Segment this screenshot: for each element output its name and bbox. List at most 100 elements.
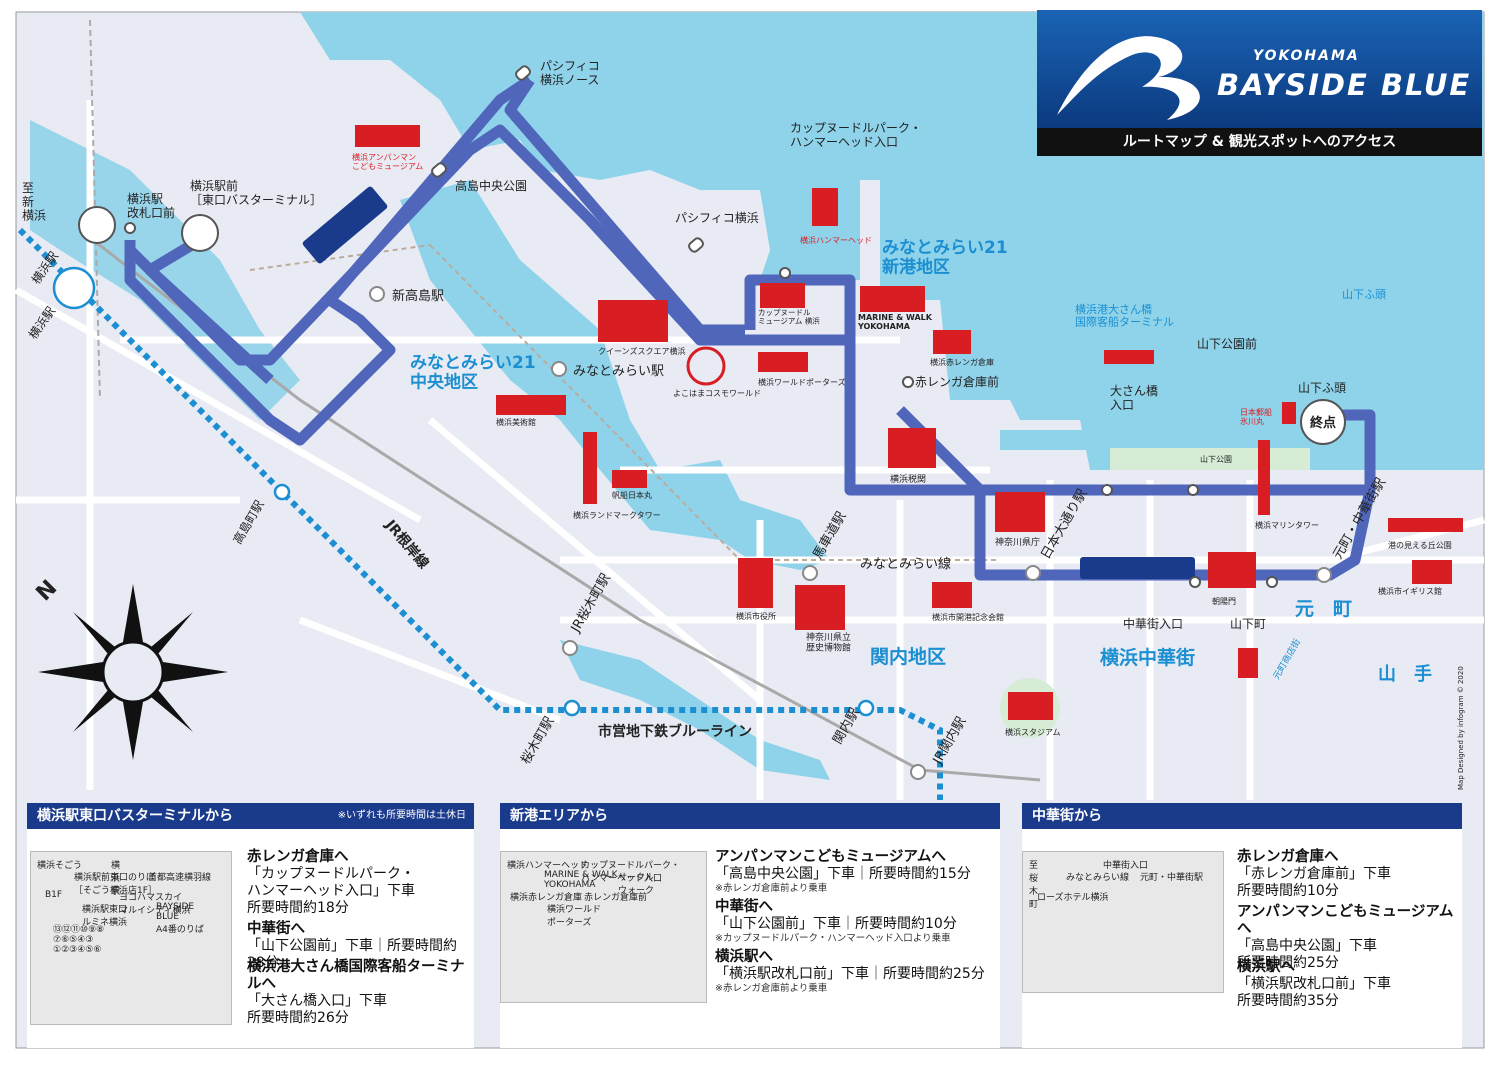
stops-takashima-park: 高島中央公園 xyxy=(455,178,527,193)
stations xyxy=(369,286,1332,780)
brand-logo: YOKOHAMA BAYSIDE BLUE ルートマップ & 観光スポットへのア… xyxy=(1037,10,1482,156)
destination-detail: 「高島中央公園」下車 xyxy=(1237,938,1377,954)
thumbnail-label: 元町・中華街駅 xyxy=(1140,873,1204,883)
destination-name: 赤レンガ倉庫へ xyxy=(1237,849,1339,865)
landmarks-cupnoodle-museum: カップヌードルミュージアム 横浜 xyxy=(758,308,820,326)
destination-name: 横浜駅へ xyxy=(715,949,773,965)
landmarks-prefecture: 神奈川県庁 xyxy=(995,536,1040,548)
destination-detail: 「横浜駅改札口前」下車｜所要時間約25分 xyxy=(715,966,985,982)
thumbnail-label: 横浜赤レンガ倉庫 xyxy=(510,893,583,903)
destination-detail: 「赤レンガ倉庫前」下車 xyxy=(1237,866,1391,882)
landmarks-stadium: 横浜スタジアム xyxy=(1005,727,1060,737)
panel-title-text: 中華街から xyxy=(1032,808,1102,824)
destination-name: 横浜駅へ xyxy=(1237,959,1295,975)
destination: 中華街へ「山下公園前」下車｜所要時間約28分 xyxy=(247,921,470,972)
bus-stops xyxy=(78,65,1346,588)
landmarks-port-memorial: 横浜市開港記念会館 xyxy=(932,612,1004,622)
destination-detail: 所要時間約10分 xyxy=(1237,883,1339,899)
destination-detail: 「高島中央公園」下車｜所要時間約15分 xyxy=(715,866,971,882)
areas-yamashita-pier: 山下ふ頭 xyxy=(1342,288,1386,301)
landmark-icons xyxy=(355,125,1463,678)
areas-osanbashi-terminal: 横浜港大さん橋国際客船ターミナル xyxy=(1075,302,1174,329)
destination-note: ※カップヌードルパーク・ハンマーヘッド入口より乗車 xyxy=(715,933,951,944)
destination-name: アンパンマンこどもミュージアムへ xyxy=(715,849,946,865)
destination-name: 赤レンガ倉庫へ xyxy=(247,849,349,865)
destination-name: 中華街へ xyxy=(247,921,305,937)
stops-chinatown-entrance: 中華街入口 xyxy=(1123,616,1183,631)
stops-yamashita-cho: 山下町 xyxy=(1230,617,1266,631)
panel-title: 中華街から xyxy=(1022,803,1462,829)
destination-name: 横浜港大さん橋国際客船ターミナルへ xyxy=(247,959,465,992)
destination-note: ※赤レンガ倉庫前より乗車 xyxy=(715,983,828,994)
thumbnail-label: 至 桜 木 町 xyxy=(1029,861,1039,910)
thumbnail-label: ヨコハマスカイ マルイシティ横浜 xyxy=(119,893,191,916)
landmarks-hammerhead: 横浜ハンマーヘッド xyxy=(800,235,872,245)
stops-terminus: 終点 xyxy=(1310,415,1336,431)
destination-detail: 「山下公園前」下車｜所要時間約28分 xyxy=(247,938,457,971)
stops-yamashita-futo: 山下ふ頭 xyxy=(1298,381,1346,395)
areas-yamate: 山 手 xyxy=(1378,663,1432,685)
landmarks-cosmo: よこはまコスモワールド xyxy=(673,389,761,398)
areas-kannai: 関内地区 xyxy=(870,645,946,668)
destination-name: アンパンマンこどもミュージアムへ xyxy=(1237,904,1454,937)
thumbnail-label: 赤レンガ倉庫前 xyxy=(584,893,648,903)
destination: 赤レンガ倉庫へ「カップヌードルパーク・ハンマーヘッド入口」下車所要時間約18分 xyxy=(247,849,470,917)
landmarks-museum: 横浜美術館 xyxy=(496,417,536,427)
stops-pacifico: パシフィコ横浜 xyxy=(675,211,759,225)
brand-subtitle: ルートマップ & 観光スポットへのアクセス xyxy=(1037,128,1482,156)
thumbnail-label: みなとみらい線 xyxy=(1066,873,1130,883)
bus-icon-1 xyxy=(302,186,388,264)
destination-detail: 所要時間約26分 xyxy=(247,1010,349,1026)
streets xyxy=(14,100,1485,800)
stops-akarenga: 赤レンガ倉庫前 xyxy=(915,374,999,389)
bus-icon-2 xyxy=(1080,557,1195,579)
panel-note: ※いずれも所要時間は土休日 xyxy=(337,810,466,821)
thumbnail-label: ローズホテル横浜 xyxy=(1037,893,1109,903)
lines-blueline: 市営地下鉄ブルーライン xyxy=(598,723,752,740)
stations-shin-takashima: 新高島駅 xyxy=(392,288,444,304)
landmarks-world-porters: 横浜ワールドポーターズ xyxy=(758,377,846,387)
subway-stations xyxy=(52,266,875,717)
destination-detail: 所要時間約25分 xyxy=(1237,955,1339,971)
thumbnail-label: 中華街入口 xyxy=(1103,861,1149,871)
stops-yokohama-higashi: 横浜駅前［東口バスターミナル］ xyxy=(190,178,322,207)
thumbnail-label: MARINE & WALK YOKOHAMA xyxy=(544,870,618,890)
logo-banner: YOKOHAMA BAYSIDE BLUE xyxy=(1037,10,1482,128)
stops-cupnoodle: カップヌードルパーク・ハンマーヘッド入口 xyxy=(790,121,922,149)
landmarks-minato-mieru: 港の見える丘公園 xyxy=(1388,540,1452,550)
stops-yokohama-kaisatsu: 横浜駅改札口前 xyxy=(127,192,175,220)
landmarks-queens: クイーンズスクエア横浜 xyxy=(598,346,685,356)
destination-detail: 「横浜駅改札口前」下車 xyxy=(1237,976,1391,992)
stops-osanbashi: 大さん橋入口 xyxy=(1110,384,1158,412)
destination-detail: 「山下公園前」下車｜所要時間約10分 xyxy=(715,916,957,932)
thumbnail-label: カップヌードルパーク・ ハンマーヘッド入口 xyxy=(581,861,680,884)
landmarks-yamashita-koen: 山下公園 xyxy=(1200,454,1232,464)
landmarks-city-hall: 横浜市役所 xyxy=(736,611,776,621)
destination: 横浜駅へ「横浜駅改札口前」下車所要時間約35分 xyxy=(1237,959,1458,1010)
destination: 横浜港大さん橋国際客船ターミナルへ「大さん橋入口」下車所要時間約26分 xyxy=(247,959,470,1027)
landmarks-anpanman: 横浜アンパンマンこどもミュージアム xyxy=(352,152,423,171)
brand-name: BAYSIDE BLUE xyxy=(1217,68,1472,102)
bayside-b-icon xyxy=(1057,36,1200,120)
stops-pacifico-north: パシフィコ横浜ノース xyxy=(540,59,600,87)
stations-minatomirai: みなとみらい駅 xyxy=(573,364,664,379)
thumbnail-label: 横浜そごう xyxy=(37,861,83,871)
landmarks-history-museum: 神奈川県立歴史博物館 xyxy=(806,631,851,653)
panel-title-text: 横浜駅東口バスターミナルから xyxy=(37,808,233,824)
panel-thumbnail-map: 至 桜 木 町 みなとみらい線 中華街入口元町・中華街駅ローズホテル横浜 xyxy=(1022,851,1224,993)
destination: アンパンマンこどもミュージアムへ「高島中央公園」下車所要時間約25分 xyxy=(1237,904,1458,972)
landmarks-hikawa: 日本郵船氷川丸 xyxy=(1240,407,1272,426)
landmarks-akarenga: 横浜赤レンガ倉庫 xyxy=(930,357,994,367)
landmarks-customs: 横浜税関 xyxy=(890,473,926,485)
destination: 中華街へ「山下公園前」下車｜所要時間約10分※カップヌードルパーク・ハンマーヘッ… xyxy=(715,899,996,945)
areas-motomachi: 元 町 xyxy=(1295,598,1352,620)
thumbnail-label: BAYSIDE BLUE A4番のりば xyxy=(156,902,204,935)
